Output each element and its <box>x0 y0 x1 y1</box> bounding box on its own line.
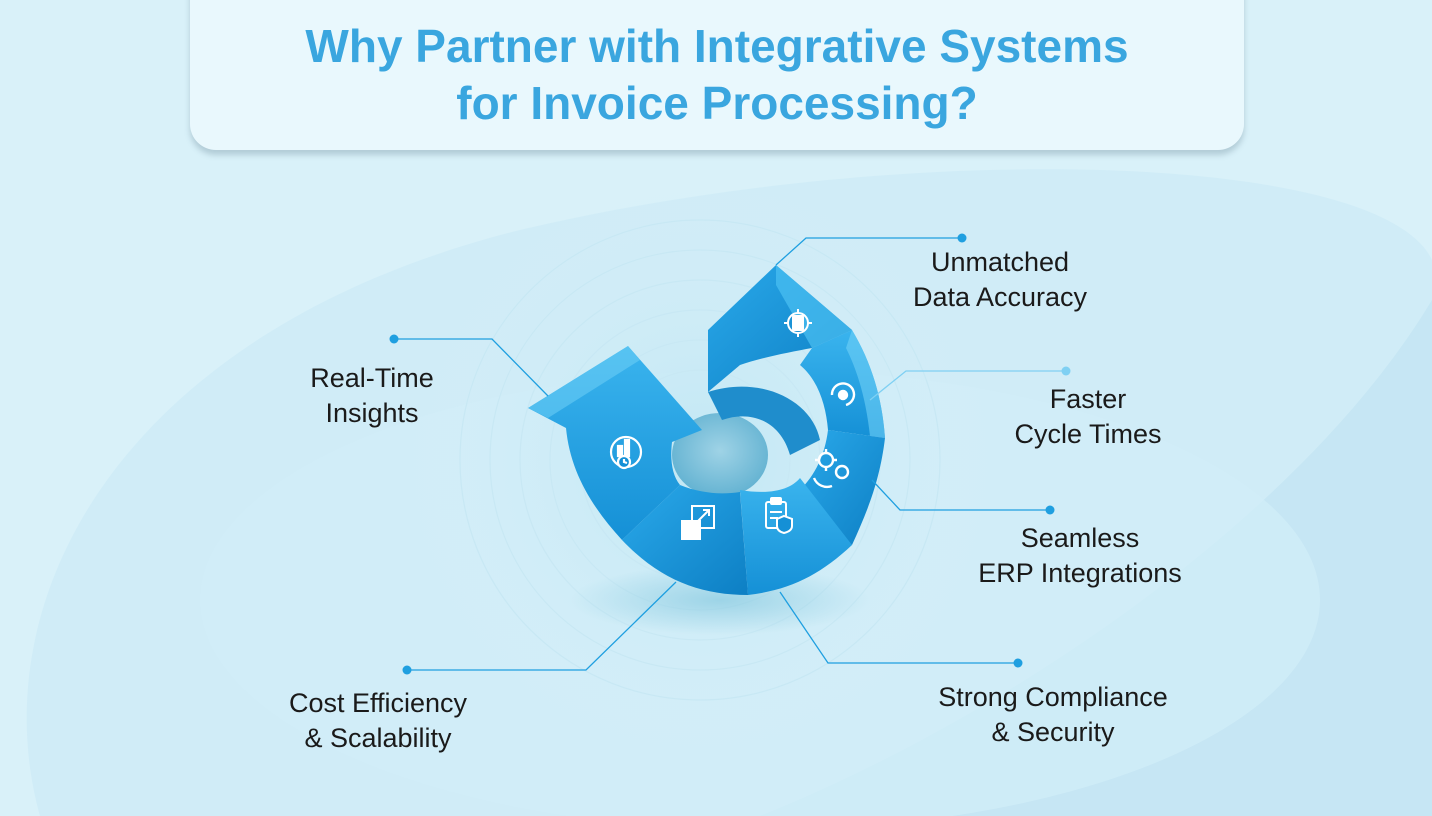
label-erp: Seamless ERP Integrations <box>950 521 1210 591</box>
segment-highlight <box>776 265 852 348</box>
label-line-2: & Scalability <box>304 723 452 753</box>
segment-highlight <box>528 346 640 418</box>
label-line-1: Cost Efficiency <box>288 688 468 718</box>
label-line-1: Unmatched <box>930 247 1070 277</box>
label-line-1: Faster <box>1049 384 1127 414</box>
label-cost: Cost Efficiency & Scalability <box>263 686 493 756</box>
inner-wall <box>708 386 820 455</box>
diagram-center <box>672 413 768 497</box>
label-line-2: Cycle Times <box>1014 419 1162 449</box>
connector-faster-cycle <box>869 370 1066 401</box>
connector-dots <box>389 233 1071 675</box>
cycle-refresh-icon <box>830 382 856 407</box>
label-line-1: Real-Time <box>310 363 434 393</box>
label-data-accuracy: Unmatched Data Accuracy <box>890 245 1110 315</box>
segment-data-accuracy <box>708 265 852 392</box>
label-compliance: Strong Compliance & Security <box>908 680 1198 750</box>
label-real-time: Real-Time Insights <box>282 361 462 431</box>
title-card <box>190 0 1244 150</box>
label-line-2: & Security <box>991 717 1115 747</box>
label-line-2: Data Accuracy <box>912 282 1088 312</box>
expand-arrows-icon <box>681 505 715 540</box>
connector-dot <box>1045 505 1055 515</box>
connector-real-time <box>394 338 549 397</box>
connector-dot <box>957 233 967 243</box>
label-line-2: ERP Integrations <box>978 558 1182 588</box>
segment-compliance <box>740 478 852 595</box>
analytics-clock-icon <box>609 435 643 470</box>
label-faster-cycle: Faster Cycle Times <box>988 382 1188 452</box>
label-line-2: Insights <box>325 398 419 428</box>
page-title: Why Partner with Integrative Systems for… <box>190 18 1244 132</box>
clipboard-shield-icon <box>765 497 793 535</box>
connector-dot <box>1013 658 1023 668</box>
connector-lines <box>394 237 1066 671</box>
connector-dot <box>402 665 412 675</box>
title-line-2: for Invoice Processing? <box>456 77 978 129</box>
label-line-1: Seamless <box>1020 523 1140 553</box>
gears-icon <box>812 449 850 489</box>
segment-highlight <box>846 330 885 438</box>
label-line-1: Strong Compliance <box>938 682 1168 712</box>
document-target-icon <box>784 309 812 337</box>
connector-compliance <box>779 591 1018 664</box>
title-line-1: Why Partner with Integrative Systems <box>305 20 1129 72</box>
connector-erp <box>871 479 1050 511</box>
connector-dot <box>389 334 399 344</box>
segment-erp <box>800 430 885 545</box>
connector-data-accuracy <box>775 237 962 266</box>
connector-cost <box>407 581 677 671</box>
connector-dot <box>1061 366 1071 376</box>
